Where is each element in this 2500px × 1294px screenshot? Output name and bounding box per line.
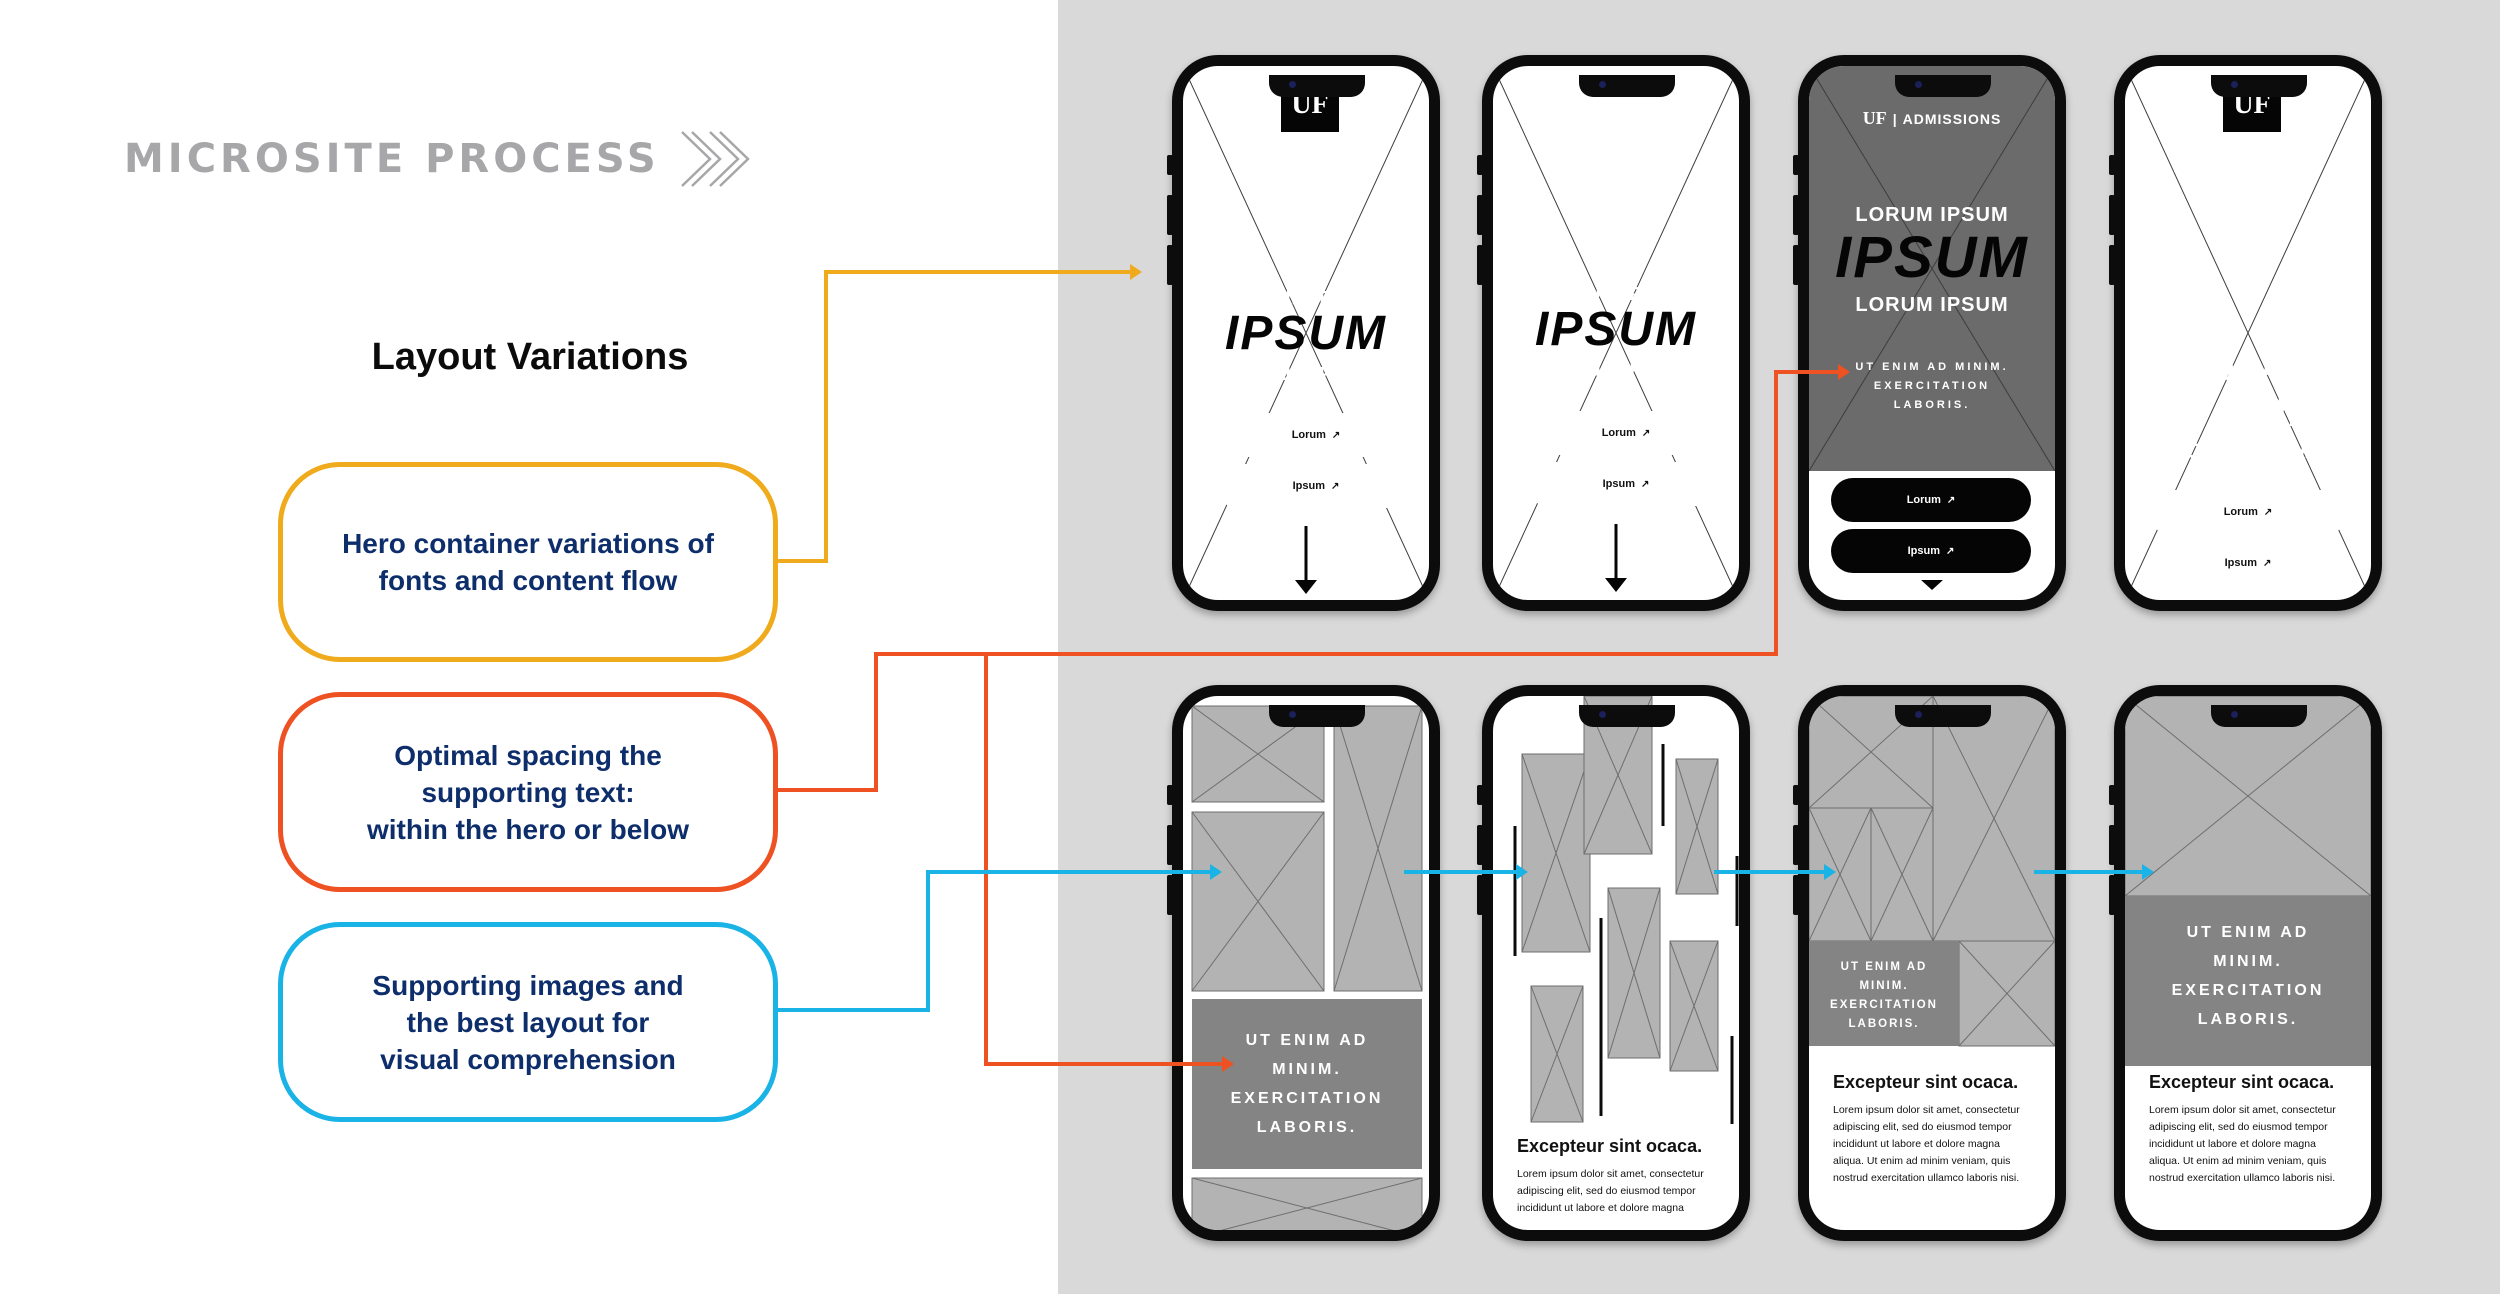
- lorum-button[interactable]: Lorum↗: [1831, 478, 2031, 522]
- scroll-down-arrow-icon: [1295, 526, 1317, 594]
- hero-eyebrow: LORUM IPSUM: [2173, 440, 2323, 463]
- section-title: Layout Variations: [371, 336, 689, 378]
- external-link-icon: ↗: [1331, 429, 1341, 441]
- hero-eyebrow: LORUM IPSUM: [1855, 294, 2009, 316]
- image-grid: [2125, 696, 2371, 1066]
- phone-hero-4: UF ADMISSIONS LORUM IPSUM IPSUM LORUM IP…: [2109, 55, 2382, 611]
- hero-eyebrow: LORUM IPSUM: [1855, 204, 2009, 226]
- image-grid: [1191, 705, 1423, 1230]
- hero-headline: IPSUM: [2163, 381, 2333, 437]
- external-link-icon: ↗: [1641, 427, 1651, 439]
- placeholder-image-icon: [1493, 66, 1739, 600]
- external-link-icon: ↗: [1331, 480, 1340, 492]
- image-collage: [1513, 696, 1739, 1124]
- spacing-connector-below: [984, 654, 1222, 1066]
- hero-connector: [778, 270, 1130, 563]
- placeholder-image-icon: [1809, 66, 2055, 471]
- external-link-icon: ↗: [2263, 506, 2273, 518]
- ipsum-button[interactable]: Ipsum↗: [2148, 541, 2348, 585]
- arrowhead-icon: [1838, 364, 1850, 380]
- uf-admissions-wordmark: UF|ADMISSIONS: [1862, 108, 2002, 128]
- lorum-button[interactable]: Lorum↗: [2148, 490, 2348, 534]
- image-grid: [1809, 696, 2055, 1047]
- admissions-title: ADMISSIONS: [2173, 152, 2323, 177]
- arrowhead-icon: [1516, 864, 1528, 880]
- hero-eyebrow: LORUM IPSUM: [2173, 362, 2323, 385]
- images-connector: [778, 870, 1210, 1012]
- body-heading: Excepteur sint ocaca.: [1833, 1072, 2019, 1092]
- double-chevron-icon: [680, 131, 750, 187]
- phone-hero-3: UF|ADMISSIONS LORUM IPSUM IPSUM LORUM IP…: [1793, 55, 2066, 611]
- lorum-button[interactable]: Lorum↗: [1526, 411, 1726, 455]
- body-heading: Excepteur sint ocaca.: [1517, 1136, 1703, 1156]
- hero-headline: IPSUM: [1224, 307, 1387, 360]
- placeholder-image-icon: [1183, 66, 1429, 600]
- arrowhead-icon: [1210, 864, 1222, 880]
- hero-eyebrow: LORUM IPSUM: [1546, 360, 1686, 380]
- lorum-button[interactable]: Lorum↗: [1216, 413, 1416, 457]
- spacing-connector: [778, 370, 1838, 792]
- body-heading: Excepteur sint ocaca.: [2149, 1072, 2335, 1092]
- hero-eyebrow: LORUM IPSUM: [1546, 284, 1686, 304]
- hero-eyebrow: LORUM IPSUM: [1236, 288, 1376, 308]
- phone-hero-2: UF|ADMISSIONS LORUM IPSUM IPSUM LORUM IP…: [1477, 55, 1750, 611]
- ipsum-button[interactable]: Ipsum↗: [1216, 464, 1416, 508]
- external-link-icon: ↗: [2263, 557, 2272, 569]
- page-header: MICROSITE PROCESS: [124, 131, 752, 187]
- arrowhead-icon: [1824, 864, 1836, 880]
- external-link-icon: ↗: [1946, 494, 1956, 506]
- arrowhead-icon: [1130, 264, 1142, 280]
- phone-hero-1: UF ADMISSIONS LORUM IPSUM IPSUM LORUM IP…: [1167, 55, 1440, 611]
- hero-headline: IPSUM: [1534, 303, 1697, 356]
- arrowhead-icon: [2142, 864, 2154, 880]
- external-link-icon: ↗: [1946, 545, 1955, 557]
- hero-headline: IPSUM: [1835, 225, 2029, 290]
- chevron-down-icon: [1921, 580, 1943, 590]
- page-title: MICROSITE PROCESS: [124, 136, 660, 182]
- arrowhead-icon: [1222, 1056, 1234, 1072]
- external-link-icon: ↗: [1641, 478, 1650, 490]
- ipsum-button[interactable]: Ipsum↗: [1831, 529, 2031, 573]
- uf-admissions-wordmark: UF|ADMISSIONS: [1546, 106, 1686, 126]
- admissions-title: ADMISSIONS: [1231, 152, 1381, 177]
- scroll-down-arrow-icon: [1605, 524, 1627, 592]
- hero-eyebrow: LORUM IPSUM: [1236, 364, 1376, 384]
- phone-images-2: Excepteur sint ocaca. Lorem ipsum dolor …: [1477, 685, 1750, 1241]
- ipsum-button[interactable]: Ipsum↗: [1526, 462, 1726, 506]
